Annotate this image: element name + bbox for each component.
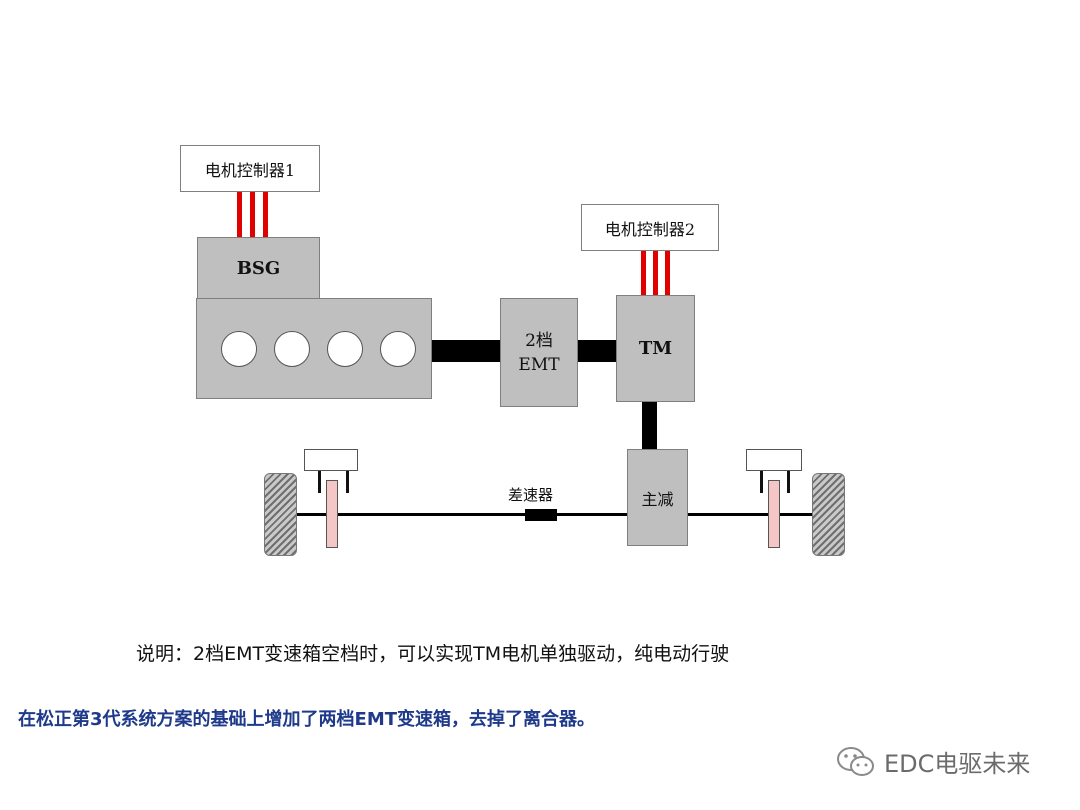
left-brake-caliper	[304, 449, 358, 471]
right-caliper-arm	[787, 471, 790, 493]
watermark: EDC电驱未来	[836, 744, 1030, 779]
engine-cylinder	[327, 331, 363, 367]
controller1-power-wire	[250, 192, 255, 237]
emt-gearbox-label: 2档 EMT	[518, 330, 560, 375]
right-wheel-tire	[812, 473, 845, 556]
wechat-icon	[837, 746, 874, 776]
final-drive-box: 主减	[627, 449, 688, 546]
motor-controller-1-label: 电机控制器1	[204, 160, 296, 180]
right-caliper-arm	[760, 471, 763, 493]
engine-cylinder	[274, 331, 310, 367]
tm-output-shaft	[642, 402, 657, 449]
differential-block	[525, 509, 557, 521]
engine-cylinder	[380, 331, 416, 367]
controller1-power-wire	[237, 192, 242, 237]
differential-label: 差速器	[508, 486, 554, 504]
emt-output-shaft	[578, 340, 616, 362]
explanation-note: 说明：2档EMT变速箱空档时，可以实现TM电机单独驱动，纯电动行驶	[136, 643, 730, 665]
summary-text: 在松正第3代系统方案的基础上增加了两档EMT变速箱，去掉了离合器。	[18, 709, 596, 730]
right-brake-disc	[768, 480, 780, 548]
controller1-power-wire	[263, 192, 268, 237]
tm-motor-box: TM	[616, 295, 695, 402]
motor-controller-2-label: 电机控制器2	[604, 219, 696, 239]
left-wheel-tire	[264, 473, 297, 556]
controller2-power-wire	[665, 251, 670, 295]
controller2-power-wire	[641, 251, 646, 295]
emt-gearbox-box: 2档 EMT	[500, 298, 578, 407]
motor-controller-2-box: 电机控制器2	[581, 204, 719, 251]
controller2-power-wire	[653, 251, 658, 295]
final-drive-label: 主减	[641, 489, 674, 509]
tm-motor-label: TM	[638, 338, 673, 359]
engine-output-shaft	[432, 340, 500, 362]
engine-block	[196, 298, 432, 399]
engine-cylinder	[221, 331, 257, 367]
motor-controller-1-box: 电机控制器1	[180, 145, 320, 192]
left-caliper-arm	[346, 471, 349, 493]
right-brake-caliper	[746, 449, 802, 471]
left-caliper-arm	[318, 471, 321, 493]
bsg-label: BSG	[236, 257, 281, 279]
bsg-box: BSG	[197, 237, 320, 299]
watermark-text: EDC电驱未来	[884, 750, 1031, 778]
left-brake-disc	[326, 480, 338, 548]
